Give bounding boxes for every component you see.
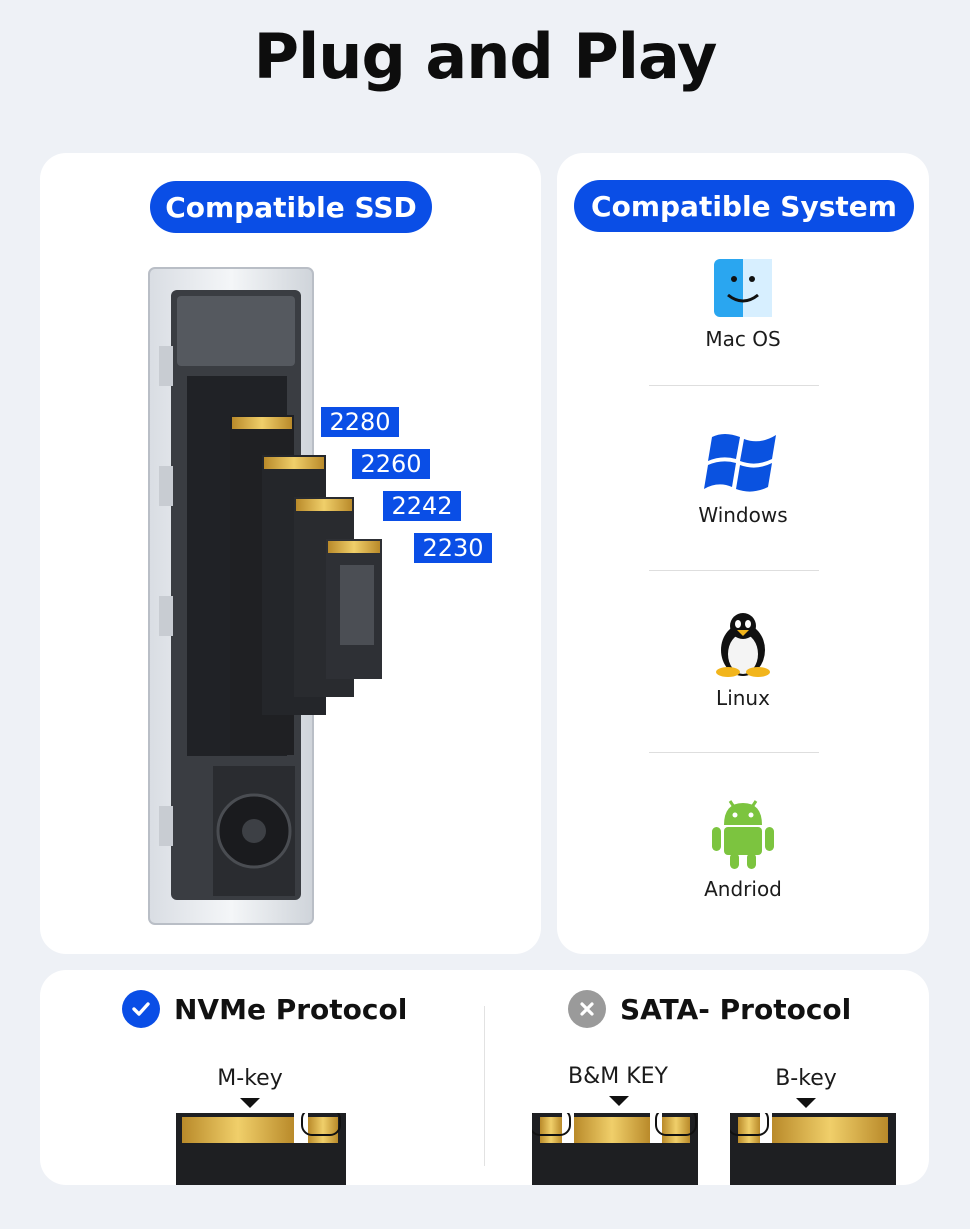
b-key-connector-illustration — [730, 1113, 896, 1185]
android-robot-icon — [712, 800, 774, 869]
os-label-android: Andriod — [704, 877, 782, 901]
ssd-size-2242: 2242 — [383, 491, 461, 521]
compatible-ssd-heading: Compatible SSD — [150, 181, 432, 233]
compatible-ssd-card: Compatible SSD — [40, 153, 541, 954]
b-key-arrow-icon — [796, 1098, 816, 1108]
os-item-mac: Mac OS — [557, 257, 929, 351]
divider — [649, 385, 819, 386]
m-key-label: M-key — [217, 1066, 283, 1091]
nvme-protocol-header: NVMe Protocol — [122, 990, 407, 1028]
nvme-protocol-title: NVMe Protocol — [174, 992, 408, 1026]
check-icon — [122, 990, 160, 1028]
linux-penguin-icon — [716, 613, 770, 677]
cross-icon — [568, 990, 606, 1028]
bm-key-label: B&M KEY — [568, 1064, 668, 1089]
page-title: Plug and Play — [253, 20, 718, 93]
protocol-card: NVMe Protocol SATA- Protocol M-key B&M K… — [40, 970, 929, 1185]
m-key-connector-illustration — [176, 1113, 346, 1185]
os-label-windows: Windows — [698, 503, 788, 527]
bm-key-arrow-icon — [609, 1096, 629, 1106]
bm-key-connector-illustration — [532, 1113, 698, 1185]
os-label-mac: Mac OS — [705, 327, 781, 351]
ssd-size-2230: 2230 — [414, 533, 492, 563]
mac-finder-icon — [714, 259, 772, 317]
os-item-android: Andriod — [557, 799, 929, 901]
divider — [649, 570, 819, 571]
ssd-size-2260: 2260 — [352, 449, 430, 479]
compatible-system-heading: Compatible System — [574, 180, 914, 232]
b-key-label: B-key — [775, 1066, 837, 1091]
sata-protocol-title: SATA- Protocol — [620, 992, 852, 1026]
ssd-stack-illustration — [230, 415, 382, 755]
m-key-arrow-icon — [240, 1098, 260, 1108]
os-label-linux: Linux — [716, 686, 770, 710]
protocol-separator — [484, 1006, 485, 1166]
os-item-linux: Linux — [557, 610, 929, 710]
divider — [649, 752, 819, 753]
windows-logo-icon — [704, 434, 776, 492]
ssd-size-2280: 2280 — [321, 407, 399, 437]
compatible-system-card: Compatible System Mac OS Windows — [557, 153, 929, 954]
sata-protocol-header: SATA- Protocol — [568, 990, 851, 1028]
os-item-windows: Windows — [557, 429, 929, 527]
